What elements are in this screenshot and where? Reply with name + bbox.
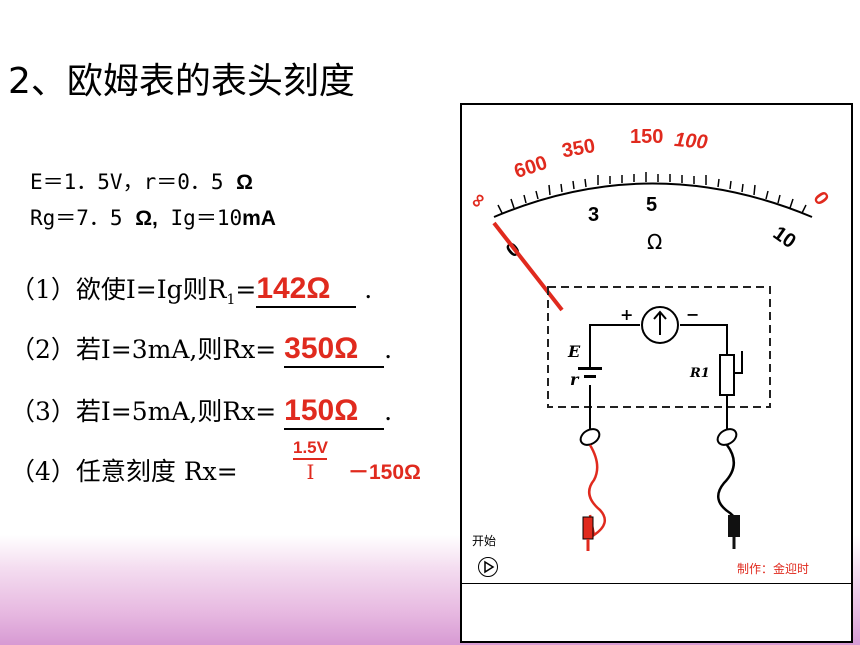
- question-1: （1）欲使I=Ig则R1=142Ω .: [10, 272, 373, 308]
- params-line-1: E＝1．5V，r＝0．5 Ω: [30, 170, 253, 194]
- ohmmeter-diagram: ∞ 600 350 150 100 0 0 3 5 10 Ω: [465, 126, 833, 551]
- page-title: 2、欧姆表的表头刻度: [8, 61, 355, 102]
- ma-label-3: 3: [588, 204, 599, 226]
- ohm-label-150: 150: [630, 126, 663, 148]
- label-r: r: [570, 370, 580, 389]
- formula-fraction: 1.5V I: [293, 438, 328, 484]
- label-minus: −: [686, 305, 699, 324]
- red-lead: [587, 444, 607, 538]
- ohm-label-100: 100: [673, 129, 708, 154]
- circuit-wiring: [589, 324, 743, 430]
- terminals: [579, 428, 738, 446]
- ohm-label-350: 350: [560, 135, 597, 162]
- play-icon: [484, 560, 495, 574]
- red-probe: [582, 516, 594, 540]
- question-3: （3）若I=5mA,则Rx= 150Ω.: [10, 392, 392, 430]
- label-R1: R1: [689, 366, 710, 381]
- panel-divider: [462, 583, 851, 584]
- meter-pointer: [492, 221, 564, 312]
- label-E: E: [567, 342, 581, 361]
- ohm-label-0: 0: [808, 188, 832, 210]
- credit-label: 制作：金迎时: [737, 562, 810, 576]
- ohm-label-infinity: ∞: [465, 188, 491, 212]
- scale-ticks: [497, 172, 807, 214]
- ohm-label-600: 600: [511, 152, 550, 183]
- scale-arc: [493, 182, 813, 218]
- formula-tail: －150Ω: [348, 461, 421, 484]
- battery-symbol: [578, 367, 602, 378]
- label-plus: +: [620, 305, 633, 324]
- meter-panel: ∞ 600 350 150 100 0 0 3 5 10 Ω: [460, 103, 853, 643]
- black-probe: [728, 515, 740, 537]
- question-4: （4）任意刻度 Rx=: [10, 457, 238, 486]
- ma-label-10: 10: [769, 222, 800, 253]
- ma-label-5: 5: [646, 194, 657, 216]
- question-2: （2）若I=3mA,则Rx= 350Ω.: [10, 330, 392, 368]
- start-label: 开始: [472, 534, 497, 548]
- params-line-2: Rg＝7．5 Ω, Ig＝10mA: [30, 206, 276, 230]
- unit-label: Ω: [647, 230, 662, 254]
- meter-housing-box: [547, 286, 771, 408]
- play-button[interactable]: [478, 557, 498, 577]
